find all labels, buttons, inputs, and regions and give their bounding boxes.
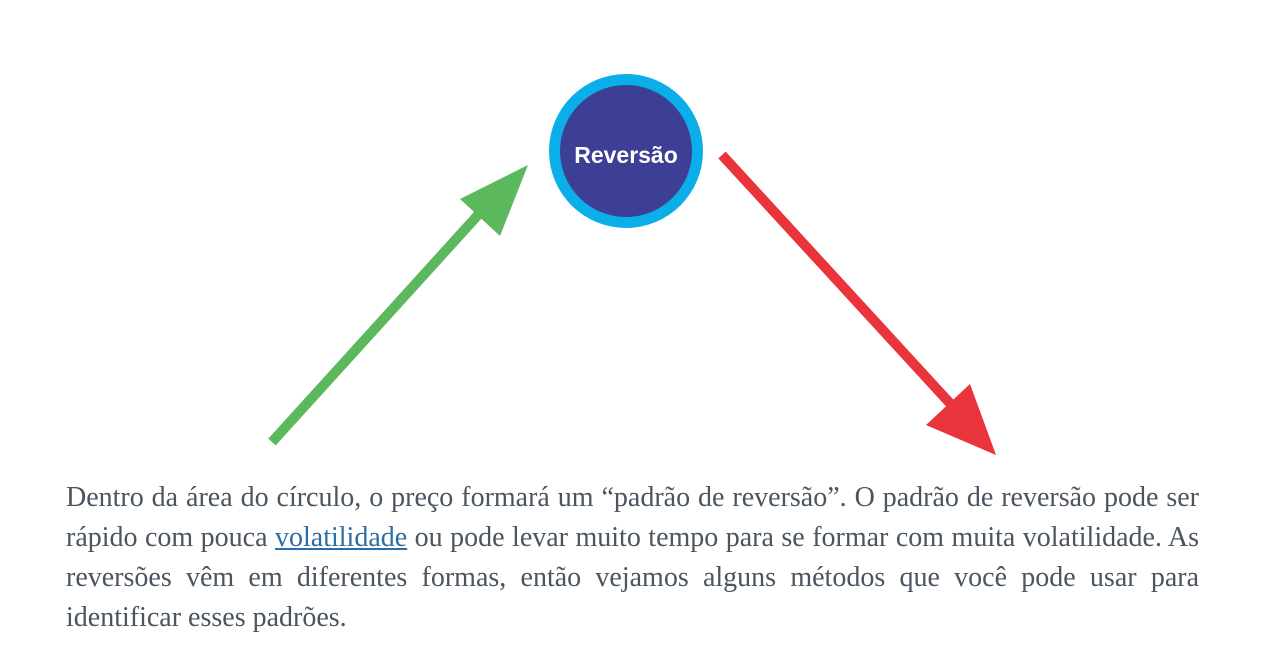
paragraph-text-2: ou pode levar muito tempo para se formar…: [66, 522, 1199, 633]
green-arrow-shaft: [268, 200, 492, 446]
reversal-diagram: Reversão: [268, 74, 996, 455]
body-paragraph: Dentro da área do círculo, o preço forma…: [66, 478, 1199, 638]
reversal-circle: Reversão: [549, 74, 703, 228]
red-down-arrow-icon: [718, 151, 996, 455]
red-arrow-head: [926, 384, 996, 455]
circle-label: Reversão: [574, 142, 678, 168]
green-up-arrow-icon: [268, 165, 528, 446]
green-arrow-head: [460, 165, 528, 236]
paragraph-text-1: Dentro da área do círculo, o preço forma…: [66, 482, 1199, 553]
red-arrow-shaft: [718, 151, 962, 416]
circle-fill: [560, 85, 692, 217]
volatility-link[interactable]: volatilidade: [275, 522, 408, 553]
